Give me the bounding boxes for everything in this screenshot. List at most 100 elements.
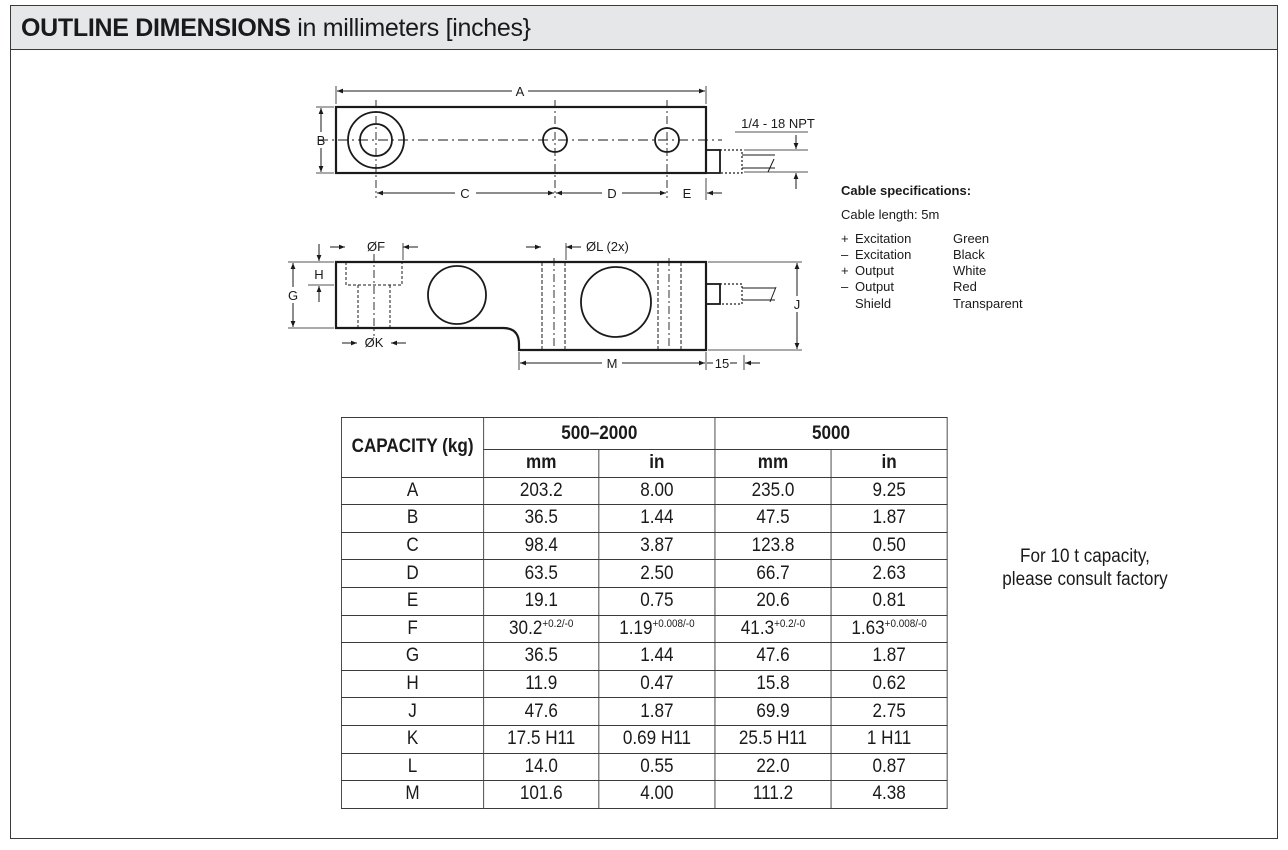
value-text: 47.6 — [524, 700, 558, 722]
value-text: 20.6 — [756, 590, 790, 612]
dimension-value: 0.81 — [830, 586, 948, 616]
cable-length: Cable length: 5m — [841, 207, 940, 223]
side-view-body — [334, 260, 708, 352]
value-text: 111.2 — [752, 783, 794, 805]
dimension-value: 25.5 H11 — [714, 724, 832, 754]
value-text: 1.44 — [640, 507, 674, 529]
dim-label-k: ØK — [365, 335, 384, 350]
table-row: E 19.1 0.75 20.6 0.81 — [341, 586, 948, 616]
dimension-value: 36.5 — [483, 642, 600, 671]
dimension-value: 98.4 — [483, 531, 600, 561]
tolerance: +0.2/-0 — [774, 617, 806, 630]
side-hole-2 — [580, 266, 652, 338]
wire-sign: + — [841, 230, 849, 246]
dim-label-m: M — [607, 356, 618, 371]
value-text: 0.47 — [640, 673, 674, 695]
value-text: 3.87 — [640, 535, 674, 557]
dimension-label: B — [341, 504, 485, 533]
value-text: 1.87 — [872, 507, 906, 529]
dim-label-j: J — [794, 297, 801, 312]
value-text: 123.8 — [751, 535, 795, 557]
tolerance: +0.008/-0 — [652, 617, 695, 630]
dimension-value: 1.87 — [830, 642, 948, 671]
value-text: 0.62 — [872, 673, 906, 695]
value-text: 19.1 — [524, 590, 558, 612]
dimension-value: 0.87 — [830, 752, 948, 782]
top-view-labels: A B C D E 1/4 - 18 NPT — [317, 84, 815, 201]
value-text: 1.44 — [640, 645, 674, 667]
dim-label-b: B — [317, 133, 326, 148]
dimension-label: F — [341, 614, 485, 644]
value-text: 22.0 — [756, 755, 790, 777]
dimension-label: K — [341, 724, 485, 754]
value-text: 17.5 H11 — [507, 728, 576, 750]
unit-header: mm — [714, 449, 832, 478]
wire-sign: – — [841, 246, 849, 262]
dimension-value: 22.0 — [714, 752, 832, 782]
value-text: 11.9 — [525, 673, 558, 695]
value-text: 0.69 H11 — [622, 728, 691, 750]
section-title: OUTLINE DIMENSIONS in millimeters [inche… — [21, 14, 531, 43]
side-view — [288, 243, 802, 370]
dimension-value: 1.87 — [598, 697, 716, 726]
unit-header: in — [830, 449, 948, 478]
dimension-value: 63.5 — [483, 559, 600, 588]
top-view — [316, 86, 808, 200]
dim-label-d: D — [607, 186, 616, 201]
dimension-value: 4.00 — [598, 780, 716, 809]
dimension-value: 2.75 — [830, 697, 948, 726]
dim-label-a: A — [516, 84, 525, 99]
wire-sign: – — [841, 279, 849, 295]
dimension-value: 66.7 — [714, 559, 832, 588]
dim-label-h: H — [314, 267, 323, 282]
dim-label-g: G — [288, 288, 298, 303]
wire-color: Green — [953, 230, 990, 246]
value-text: 0.81 — [872, 590, 906, 612]
dim-label-c: C — [460, 186, 469, 201]
dimension-label: H — [341, 669, 485, 699]
dimension-label: E — [341, 586, 485, 616]
dimension-label: J — [341, 697, 485, 726]
dimension-value: 9.25 — [830, 476, 948, 506]
value-text: 9.25 — [872, 479, 906, 501]
value-text: 0.87 — [872, 755, 906, 777]
wire-signal: Output — [855, 263, 895, 279]
value-text: 1.63 — [851, 617, 885, 639]
section-title-units: in millimeters [inches} — [290, 14, 531, 42]
capacity-header: CAPACITY (kg) — [341, 417, 485, 478]
wire-sign — [841, 296, 855, 312]
dimension-value: 0.62 — [830, 669, 948, 699]
side-hole-1 — [427, 265, 487, 325]
section-header: OUTLINE DIMENSIONS in millimeters [inche… — [11, 6, 1277, 50]
dimension-value: 47.6 — [483, 697, 600, 726]
dimension-value: 111.2 — [714, 780, 832, 809]
dim-label-offset: 15 — [715, 356, 729, 371]
value-text: 101.6 — [519, 783, 563, 805]
value-text: 36.5 — [524, 507, 558, 529]
note-line-1: For 10 t capacity, — [1020, 546, 1150, 567]
group-header-5000: 5000 — [714, 417, 948, 450]
value-text: 2.75 — [872, 700, 906, 722]
dimension-value: 0.47 — [598, 669, 716, 699]
value-text: 0.55 — [640, 755, 674, 777]
dimension-value: 20.6 — [714, 586, 832, 616]
value-text: 8.00 — [640, 479, 674, 501]
value-text: 41.3 — [740, 617, 775, 639]
dimension-value: 0.75 — [598, 586, 716, 616]
side-view-labels: ØF ØL (2x) H G ØK J M 15 — [288, 239, 800, 371]
wire-signal: Shield — [855, 295, 892, 311]
dimension-value: 14.0 — [483, 752, 600, 782]
tolerance: +0.2/-0 — [542, 617, 574, 630]
value-text: 98.4 — [524, 535, 558, 557]
